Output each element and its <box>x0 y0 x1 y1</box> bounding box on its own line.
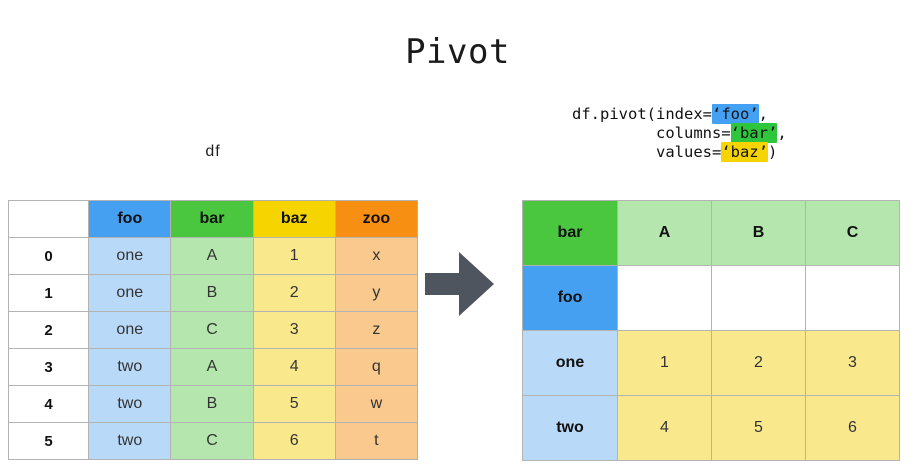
pivot-data-row: one 1 2 3 <box>522 330 900 396</box>
column-header-baz: baz <box>252 200 336 238</box>
column-header-bar: bar <box>170 200 254 238</box>
cell-foo: one <box>88 311 172 349</box>
pivot-row-header-one: one <box>522 330 618 396</box>
code-line-2-suffix: , <box>777 124 787 142</box>
row-index: 4 <box>7 385 90 423</box>
table-row: 2 one C 3 z <box>7 311 419 349</box>
cell-baz: 4 <box>252 348 336 386</box>
pivot-columns-axis-label: bar <box>522 200 618 266</box>
table-row: 5 two C 6 t <box>7 422 419 460</box>
pivot-value-cell: 1 <box>617 330 712 396</box>
table-row: 0 one A 1 x <box>7 237 419 275</box>
pivot-value-cell: 6 <box>805 395 900 461</box>
column-header-zoo: zoo <box>334 200 419 238</box>
code-index-arg: ‘foo’ <box>711 104 759 124</box>
row-index: 0 <box>7 237 90 275</box>
corner-cell <box>7 200 90 238</box>
cell-baz: 1 <box>252 237 336 275</box>
pivot-column-header-row: bar A B C <box>522 200 900 266</box>
code-line-1: df.pivot(index=‘foo’, <box>572 104 768 124</box>
code-values-arg: ‘baz’ <box>721 142 768 162</box>
pivot-blank-cell <box>617 265 712 331</box>
cell-foo: two <box>88 348 172 386</box>
cell-bar: A <box>170 348 254 386</box>
code-line-1-prefix: df.pivot(index= <box>572 105 712 123</box>
cell-baz: 5 <box>252 385 336 423</box>
page-title: Pivot <box>405 32 510 72</box>
cell-foo: two <box>88 385 172 423</box>
pivot-blank-cell <box>805 265 900 331</box>
source-table-caption: df <box>205 143 221 160</box>
cell-bar: B <box>170 274 254 312</box>
cell-baz: 6 <box>252 422 336 460</box>
cell-zoo: y <box>334 274 419 312</box>
cell-baz: 2 <box>252 274 336 312</box>
cell-bar: C <box>170 311 254 349</box>
table-header-row: foo bar baz zoo <box>7 200 419 238</box>
pivot-value-cell: 4 <box>617 395 712 461</box>
cell-zoo: z <box>334 311 419 349</box>
column-header-foo: foo <box>88 200 172 238</box>
right-block-arrow-icon <box>425 252 494 316</box>
pivot-column-header-c: C <box>805 200 900 266</box>
cell-zoo: w <box>334 385 419 423</box>
cell-foo: one <box>88 237 172 275</box>
row-index: 2 <box>7 311 90 349</box>
pivot-index-axis-label: foo <box>522 265 618 331</box>
pivot-index-label-row: foo <box>522 265 900 331</box>
code-line-1-suffix: , <box>758 105 768 123</box>
pivot-row-header-two: two <box>522 395 618 461</box>
code-line-3-suffix: ) <box>767 143 778 161</box>
pivot-code-snippet: df.pivot(index=‘foo’, columns=‘bar’, val… <box>572 104 787 162</box>
table-row: 1 one B 2 y <box>7 274 419 312</box>
row-index: 5 <box>7 422 90 460</box>
cell-baz: 3 <box>252 311 336 349</box>
cell-bar: B <box>170 385 254 423</box>
table-row: 4 two B 5 w <box>7 385 419 423</box>
cell-zoo: x <box>334 237 419 275</box>
code-line-2: columns=‘bar’, <box>572 123 787 143</box>
cell-bar: C <box>170 422 254 460</box>
code-line-2-prefix: columns= <box>572 124 731 142</box>
cell-foo: one <box>88 274 172 312</box>
pivot-value-cell: 5 <box>711 395 806 461</box>
row-index: 3 <box>7 348 90 386</box>
cell-foo: two <box>88 422 172 460</box>
pivot-result-table: bar A B C foo one 1 2 3 two 4 5 6 <box>522 200 900 461</box>
pivot-value-cell: 2 <box>711 330 806 396</box>
pivot-data-row: two 4 5 6 <box>522 395 900 461</box>
table-row: 3 two A 4 q <box>7 348 419 386</box>
pivot-column-header-a: A <box>617 200 712 266</box>
code-line-3: values=‘baz’) <box>572 142 777 162</box>
pivot-blank-cell <box>711 265 806 331</box>
pivot-column-header-b: B <box>711 200 806 266</box>
code-columns-arg: ‘bar’ <box>730 123 778 143</box>
source-dataframe-table: foo bar baz zoo 0 one A 1 x 1 one B 2 y … <box>7 200 419 460</box>
row-index: 1 <box>7 274 90 312</box>
code-line-3-prefix: values= <box>572 143 722 161</box>
pivot-value-cell: 3 <box>805 330 900 396</box>
cell-zoo: q <box>334 348 419 386</box>
cell-zoo: t <box>334 422 419 460</box>
cell-bar: A <box>170 237 254 275</box>
